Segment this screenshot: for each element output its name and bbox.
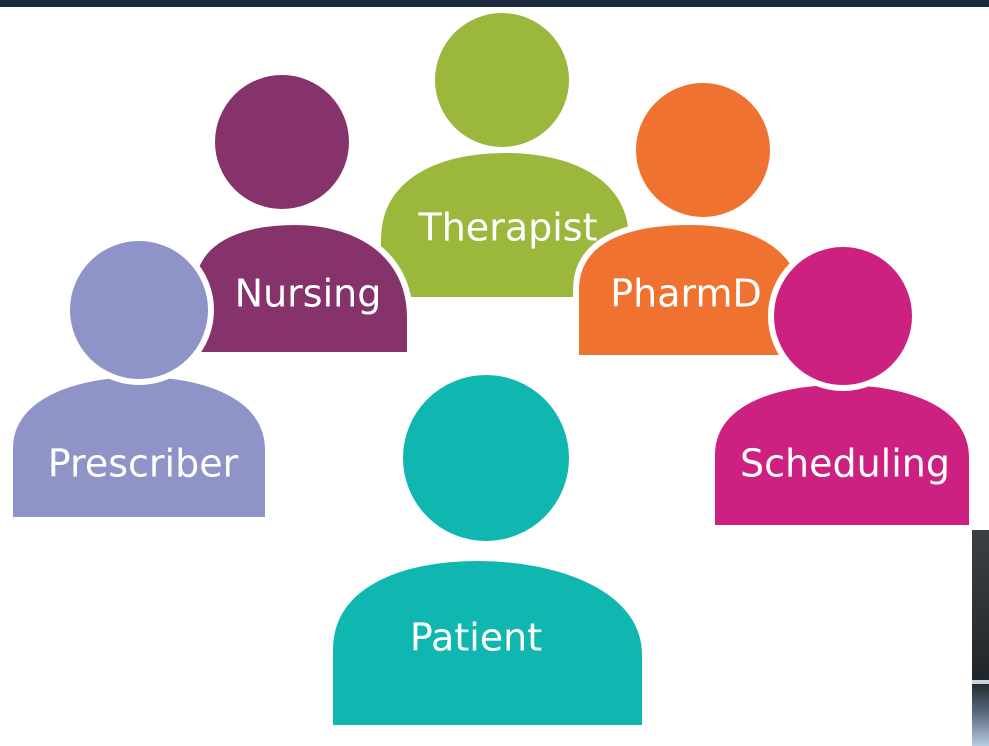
nursing-label: Nursing [235, 272, 382, 316]
nursing-body [189, 218, 413, 358]
pharmd-head [630, 77, 776, 223]
scheduling-head [768, 241, 918, 391]
person-nursing: Nursing [189, 69, 413, 358]
person-pharmd: PharmD [573, 77, 811, 361]
pharmd-label: PharmD [610, 272, 762, 316]
therapist-label: Therapist [418, 206, 598, 250]
nursing-head [209, 69, 355, 215]
therapist-head [429, 7, 575, 153]
scheduling-label: Scheduling [740, 442, 950, 486]
prescriber-label: Prescriber [48, 442, 239, 486]
corner-photo-fragment [972, 530, 989, 746]
patient-head [397, 369, 575, 547]
person-patient: Patient [327, 369, 648, 731]
top-rule [0, 0, 989, 7]
patient-body [327, 554, 648, 731]
patient-label: Patient [410, 616, 542, 660]
person-scheduling: Scheduling [709, 241, 975, 531]
person-therapist: Therapist [375, 7, 635, 303]
person-prescriber: Prescriber [6, 235, 271, 523]
prescriber-head [64, 235, 214, 385]
photo-stripe [972, 680, 989, 684]
